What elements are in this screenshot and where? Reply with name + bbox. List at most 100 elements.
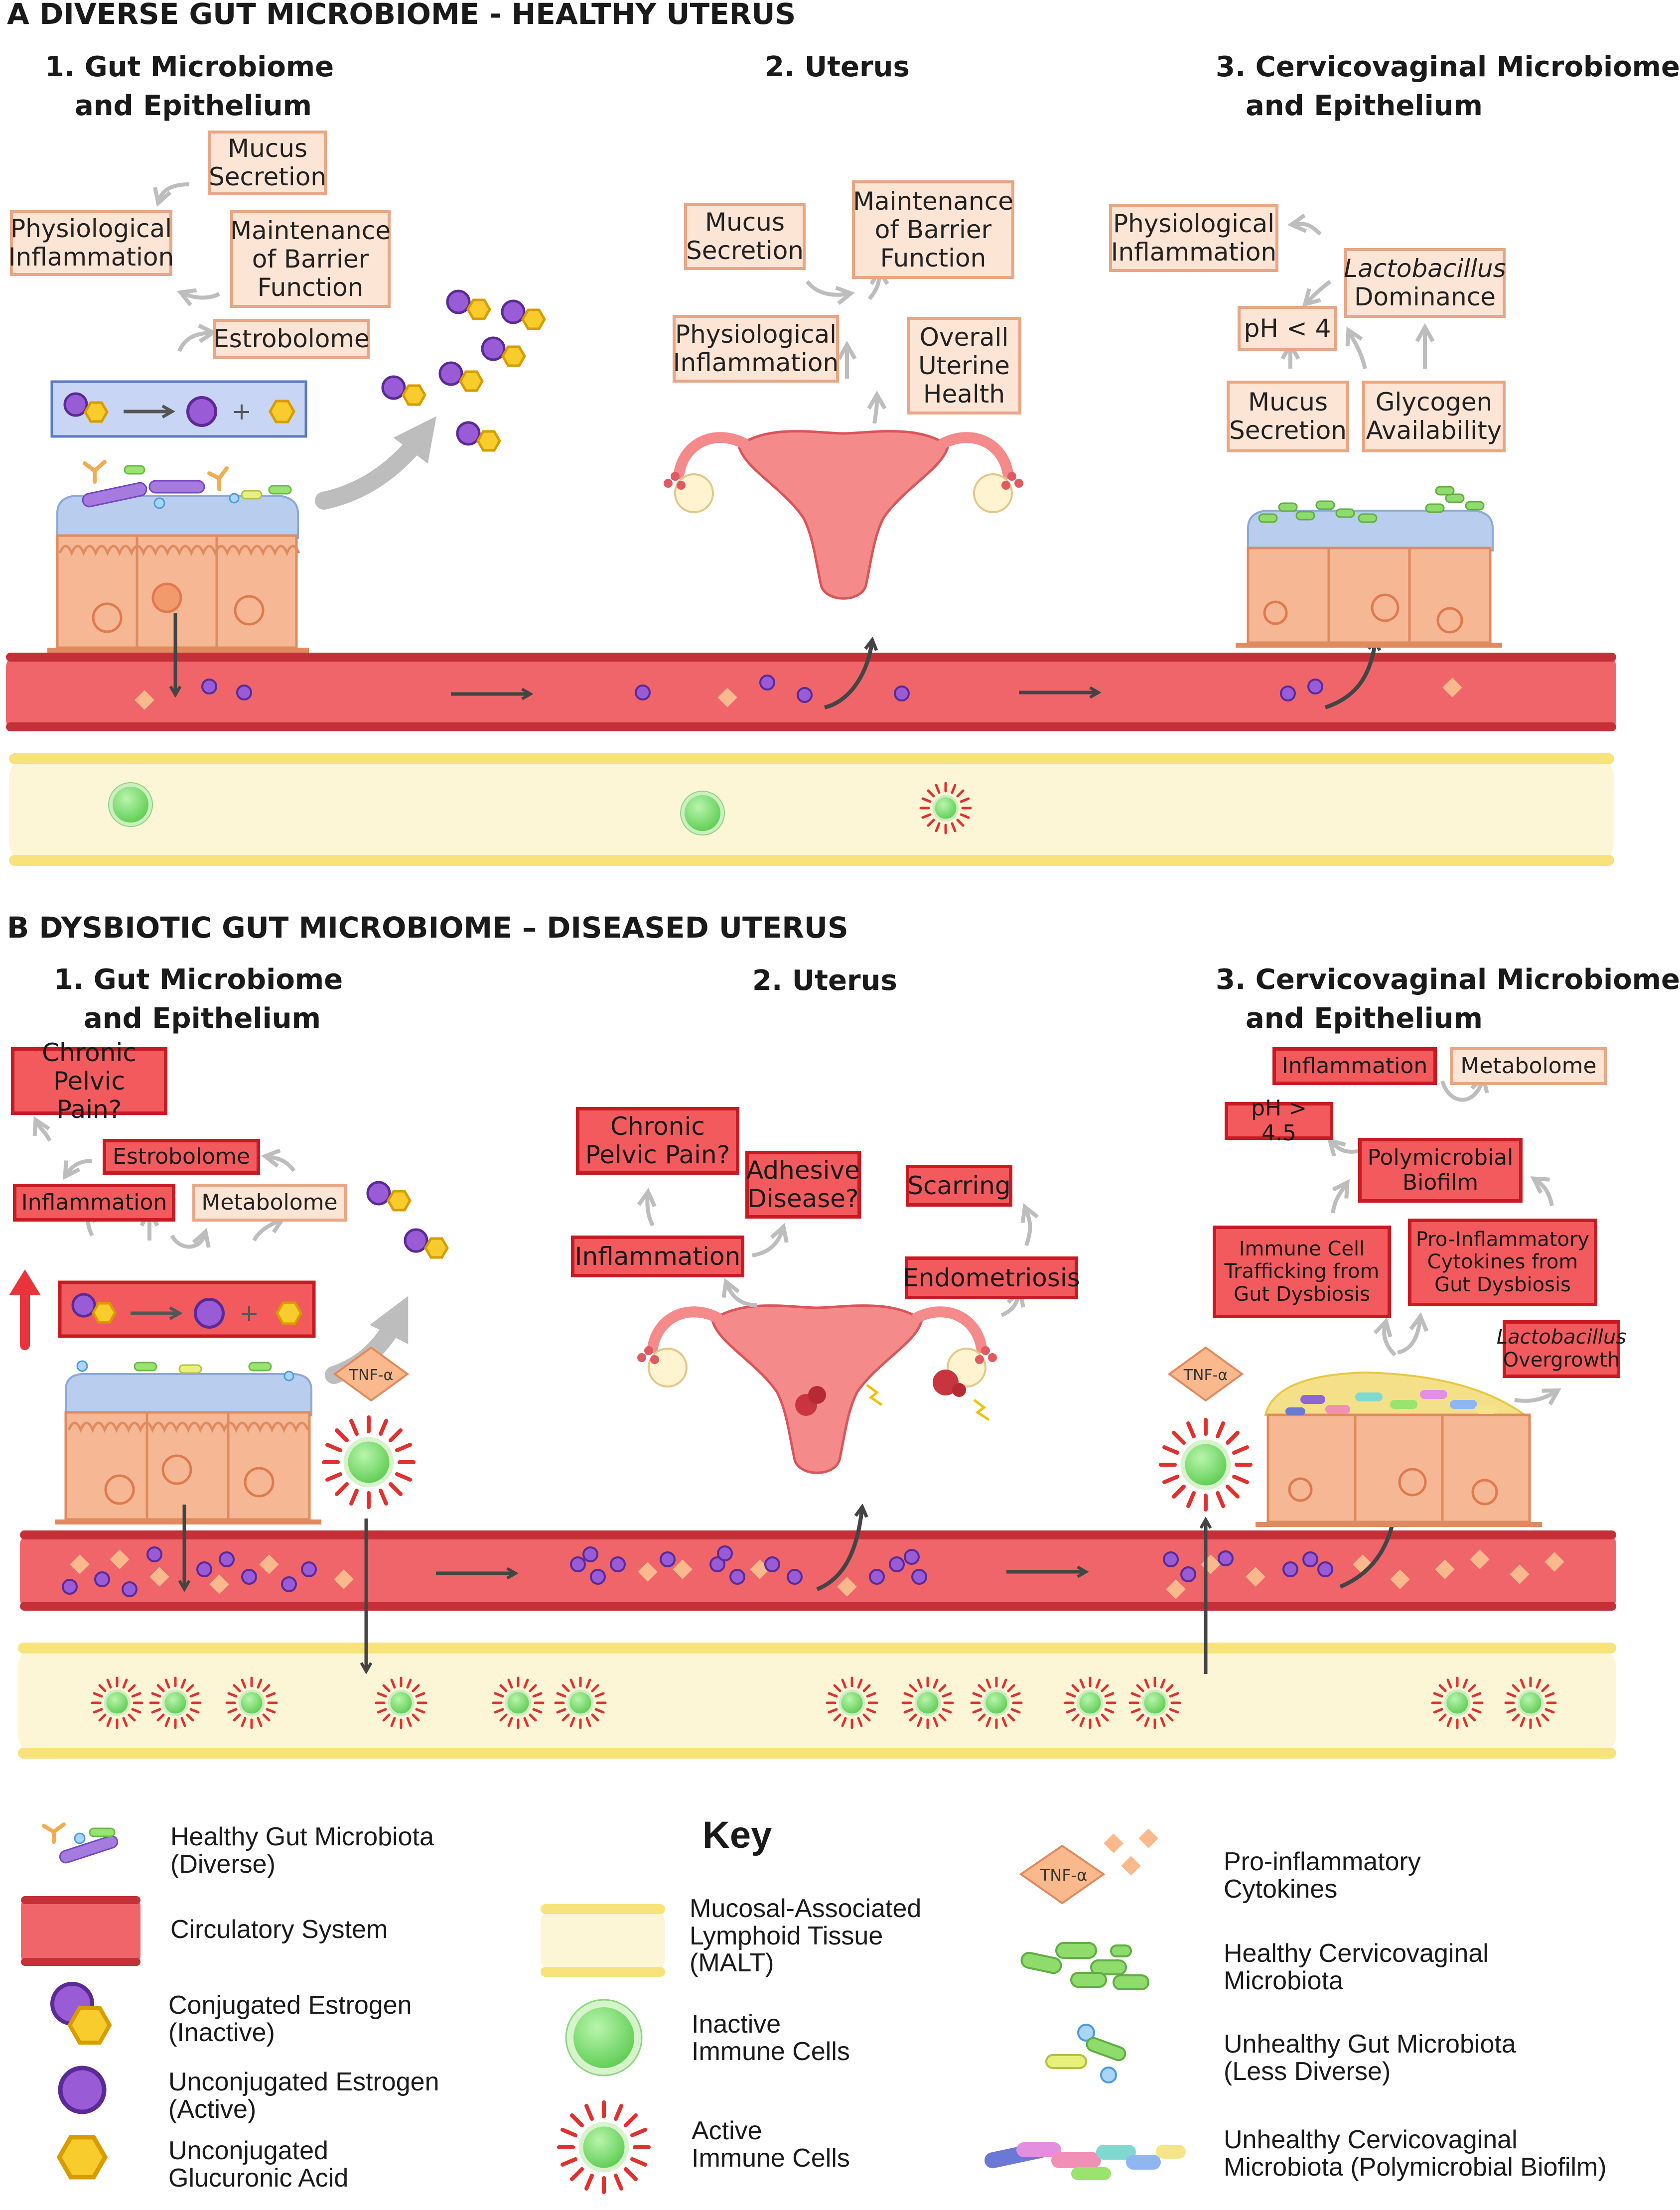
box-b-uterus-endometriosis: Endometriosis: [903, 1256, 1080, 1299]
box-line: Immune Cell: [1239, 1237, 1365, 1260]
box-line: Dominance: [1354, 282, 1496, 311]
box-line: Overgrowth: [1503, 1349, 1620, 1372]
box-line: Maintenance: [230, 216, 391, 245]
key-line: Active: [692, 2116, 762, 2145]
box-line: Physiological: [675, 320, 837, 349]
key-line: Unhealthy Gut Microbiota: [1224, 2030, 1516, 2059]
box-a-uterus-physiological-inflammation: Physiological Inflammation: [673, 315, 839, 383]
box-b-cv-polymicrobial-biofilm: Polymicrobial Biofilm: [1358, 1138, 1523, 1203]
box-line: Overall: [919, 322, 1009, 352]
box-line: Mucus: [1248, 388, 1328, 416]
tnf-label-gut: TNF-α: [349, 1367, 394, 1384]
col-title-line: 3. Cervicovaginal Microbiome: [1216, 51, 1680, 83]
box-b-cv-lactobacillus-overgrowth: Lactobacillus Overgrowth: [1497, 1320, 1626, 1378]
key-label-inactive-immune: Inactive Immune Cells: [692, 2011, 850, 2065]
box-line: Gut Dysbiosis: [1434, 1273, 1571, 1296]
box-line: Gut Dysbiosis: [1234, 1282, 1370, 1306]
box-line: Function: [880, 243, 986, 273]
box-line: Physiological: [1113, 209, 1275, 238]
box-b-cv-inflammation: Inflammation: [1272, 1047, 1437, 1085]
box-line: Pelvic Pain?: [585, 1140, 730, 1169]
box-line: Uterine: [918, 351, 1010, 380]
estrobolome-conversion-a: +: [50, 380, 307, 438]
section-a-col2-title: 2. Uterus: [765, 48, 910, 87]
box-line: Mucus: [227, 134, 308, 163]
key-line: (Diverse): [170, 1849, 276, 1879]
box-b-gut-metabolome: Metabolome: [192, 1184, 347, 1222]
box-line: Secretion: [209, 162, 326, 191]
box-line: Pro-Inflammatory: [1415, 1228, 1590, 1251]
key-line: Microbiota: [1224, 1966, 1343, 1995]
box-a-cv-ph: pH < 4: [1238, 306, 1337, 351]
key-line: (Less Diverse): [1224, 2057, 1391, 2086]
box-a-cv-glycogen-availability: Glycogen Availability: [1362, 381, 1506, 452]
box-a-gut-mucus-secretion: Mucus Secretion: [208, 131, 327, 195]
gut-epithelium-a: [47, 460, 309, 653]
box-b-uterus-scarring: Scarring: [906, 1165, 1012, 1207]
box-a-cv-lactobacillus-dominance: Lactobacillus Dominance: [1344, 248, 1506, 318]
tnf-label-cv: TNF-α: [1183, 1367, 1228, 1384]
uterus-a: [664, 431, 1023, 599]
col-title-line: 1. Gut Microbiome: [45, 51, 334, 83]
increase-arrow: [9, 1269, 41, 1350]
key-label-glucuronic-acid: Unconjugated Glucuronic Acid: [168, 2137, 348, 2192]
box-b-cv-immune-cell-trafficking: Immune Cell Trafficking from Gut Dysbios…: [1213, 1226, 1391, 1318]
key-label-circulatory: Circulatory System: [170, 1916, 388, 1943]
box-a-cv-mucus-secretion: Mucus Secretion: [1227, 381, 1349, 452]
box-line: Inflammation: [1111, 238, 1277, 267]
section-b-col3-title: 3. Cervicovaginal Microbiome and Epithel…: [1216, 961, 1680, 1038]
box-line: Lactobacillus: [1344, 254, 1506, 283]
key-label-malt: Mucosal-Associated Lymphoid Tissue (MALT…: [690, 1895, 921, 1977]
key-line: Pro-inflammatory: [1224, 1847, 1421, 1876]
section-a-title: A DIVERSE GUT MICROBIOME - HEALTHY UTERU…: [7, 0, 796, 31]
estrogen-cluster-a: [383, 291, 545, 450]
box-line: Physiological: [10, 214, 172, 243]
key-line: Healthy Cervicovaginal: [1224, 1939, 1489, 1968]
section-b-title: B DYSBIOTIC GUT MICROBIOME – DISEASED UT…: [7, 911, 848, 945]
key-label-active-immune: Active Immune Cells: [692, 2117, 850, 2172]
col-title-line: 1. Gut Microbiome: [54, 964, 343, 996]
key-line: Immune Cells: [692, 2143, 850, 2173]
section-a-col1-title: 1. Gut Microbiome and Epithelium: [45, 48, 334, 126]
cv-epithelium-b: [1256, 1371, 1542, 1527]
gut-epithelium-b: [55, 1360, 321, 1524]
key-line: Unconjugated: [168, 2136, 328, 2165]
box-b-cv-metabolome: Metabolome: [1450, 1047, 1607, 1085]
key-line: Glucuronic Acid: [168, 2163, 349, 2193]
box-line: Inflammation: [673, 348, 839, 377]
section-b-col2-title: 2. Uterus: [752, 962, 897, 1000]
box-line: Availability: [1366, 416, 1502, 445]
box-line: Secretion: [1229, 416, 1347, 445]
key-line: Unconjugated Estrogen: [168, 2068, 439, 2096]
box-line: Glycogen: [1375, 388, 1493, 416]
key-line: Conjugated Estrogen: [168, 1991, 412, 2020]
box-a-uterus-barrier-function: Maintenance of Barrier Function: [852, 180, 1014, 279]
box-line: of Barrier: [874, 215, 992, 244]
box-line: Adhesive: [746, 1156, 860, 1185]
key-line: (MALT): [690, 1948, 774, 1978]
box-b-gut-chronic-pelvic-pain: Chronic Pelvic Pain?: [11, 1038, 167, 1123]
box-line: Function: [257, 273, 364, 302]
box-line: Maintenance: [853, 186, 1013, 216]
svg-text:+: +: [239, 1299, 259, 1327]
col-title-line: and Epithelium: [84, 1002, 321, 1035]
key-icons: [21, 1822, 1186, 2192]
box-line: Cytokines from: [1427, 1250, 1578, 1274]
key-line: Lymphoid Tissue: [690, 1921, 883, 1950]
box-b-uterus-inflammation: Inflammation: [571, 1236, 744, 1277]
box-a-gut-physiological-inflammation: Physiological Inflammation: [8, 210, 174, 276]
box-a-cv-physiological-inflammation: Physiological Inflammation: [1109, 204, 1278, 272]
key-line: Immune Cells: [692, 2037, 850, 2066]
key-label-unhealthy-gut: Unhealthy Gut Microbiota (Less Diverse): [1224, 2031, 1516, 2085]
box-line: Mucus: [704, 208, 785, 237]
box-a-gut-barrier-function: Maintenance of Barrier Function: [230, 210, 391, 308]
box-line: Trafficking from: [1224, 1260, 1380, 1283]
box-b-gut-estrobolome: Estrobolome: [103, 1139, 260, 1175]
estrobolome-conversion-b: +: [58, 1280, 316, 1338]
cv-epithelium-a: [1236, 486, 1502, 648]
key-line: Mucosal-Associated: [690, 1894, 922, 1923]
box-line: of Barrier: [252, 244, 369, 274]
box-b-uterus-adhesive-disease: Adhesive Disease?: [745, 1151, 861, 1219]
